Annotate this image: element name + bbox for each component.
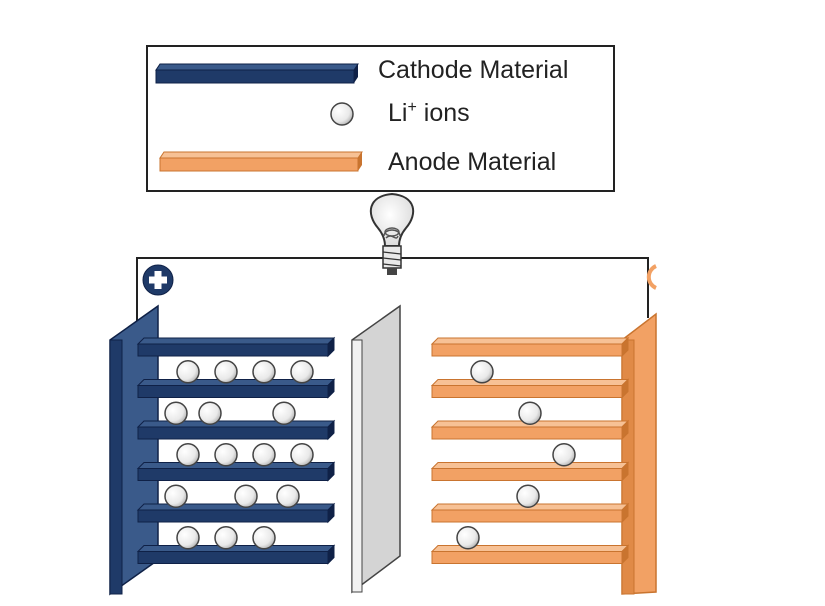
anode-layer-side (621, 336, 629, 358)
legend-anode-swatch (159, 151, 363, 172)
anode-layer-top (430, 462, 630, 469)
cathode-layer (136, 502, 336, 524)
anode-layer-front (431, 426, 623, 440)
cathode-layer-top (136, 503, 336, 511)
li-ion-icon (214, 526, 238, 550)
legend-ion-label: Li+ ions (388, 99, 470, 127)
cathode-layer (136, 544, 336, 565)
li-ion-icon (252, 526, 276, 550)
cathode-layer-front (137, 343, 329, 357)
cathode-layer-front (137, 426, 329, 440)
cathode-layer-side (327, 336, 335, 358)
li-ion-icon (470, 360, 494, 384)
plus-terminal-icon (142, 264, 174, 296)
anode-layer (430, 419, 630, 441)
cathode-layer-side (327, 502, 335, 524)
anode-layer-front (431, 385, 623, 398)
legend-cathode-swatch (155, 63, 359, 84)
li-ion-icon (290, 443, 314, 467)
li-ion-icon (552, 443, 576, 467)
cathode-layer-top (136, 545, 336, 552)
anode-layer-top (430, 379, 630, 386)
li-ion-icon (516, 484, 540, 508)
anode-layer-top (430, 337, 630, 345)
anode-layer-side (621, 461, 629, 482)
li-ion-icon (214, 360, 238, 384)
li-ion-icon (164, 484, 188, 508)
anode-layer (430, 336, 630, 358)
li-ion-icon (518, 401, 542, 425)
legend-ion-icon (330, 102, 354, 126)
legend-anode-label: Anode Material (388, 148, 556, 176)
cathode-layer-top (136, 337, 336, 345)
li-ions (164, 360, 576, 550)
anode-layer (430, 378, 630, 399)
anode-layer-front (431, 343, 623, 357)
anode-layer (430, 544, 630, 565)
anode-layer-front (431, 468, 623, 481)
cathode-layer-top (136, 420, 336, 428)
cathode-layer (136, 336, 336, 358)
li-ion-icon (164, 401, 188, 425)
anode-layer-side (621, 378, 629, 399)
cathode-layer (136, 461, 336, 482)
li-ion-icon (214, 443, 238, 467)
li-ion-icon (234, 484, 258, 508)
li-ion-icon (252, 443, 276, 467)
anode-layer-side (621, 544, 629, 565)
legend-ion-label-rest: ions (417, 99, 470, 127)
anode-layer-front (431, 551, 623, 564)
cathode-layer-side (327, 461, 335, 482)
li-ion-icon (272, 401, 296, 425)
cathode-layer-front (137, 509, 329, 523)
li-ion-icon (176, 360, 200, 384)
anode-layer-front (431, 509, 623, 523)
legend: Cathode Material Li+ ions Anode Material (146, 45, 615, 192)
li-ion-icon (176, 526, 200, 550)
li-ion-icon (456, 526, 480, 550)
legend-ion-label-main: Li (388, 99, 407, 127)
li-ion-icon (198, 401, 222, 425)
anode-layer (430, 461, 630, 482)
anode-layer-side (621, 419, 629, 441)
minus-terminal-icon (646, 264, 657, 290)
light-bulb-icon (369, 192, 415, 275)
separator (351, 304, 401, 594)
anode-layers (430, 336, 630, 565)
li-ion-icon (252, 360, 276, 384)
anode-current-collector (621, 312, 657, 595)
cathode-layer (136, 419, 336, 441)
cathode-layer-side (327, 419, 335, 441)
li-ion-icon (276, 484, 300, 508)
legend-ion-label-sup: + (407, 99, 416, 116)
cathode-layer-front (137, 385, 329, 398)
li-ion-icon (176, 443, 200, 467)
legend-cathode-label: Cathode Material (378, 56, 568, 84)
cathode-layer-side (327, 544, 335, 565)
cathode-layer-front (137, 468, 329, 481)
li-ion-icon (290, 360, 314, 384)
cathode-layers (136, 336, 336, 565)
anode-layer-side (621, 502, 629, 524)
cathode-layer-front (137, 551, 329, 564)
cathode-layer-side (327, 378, 335, 399)
